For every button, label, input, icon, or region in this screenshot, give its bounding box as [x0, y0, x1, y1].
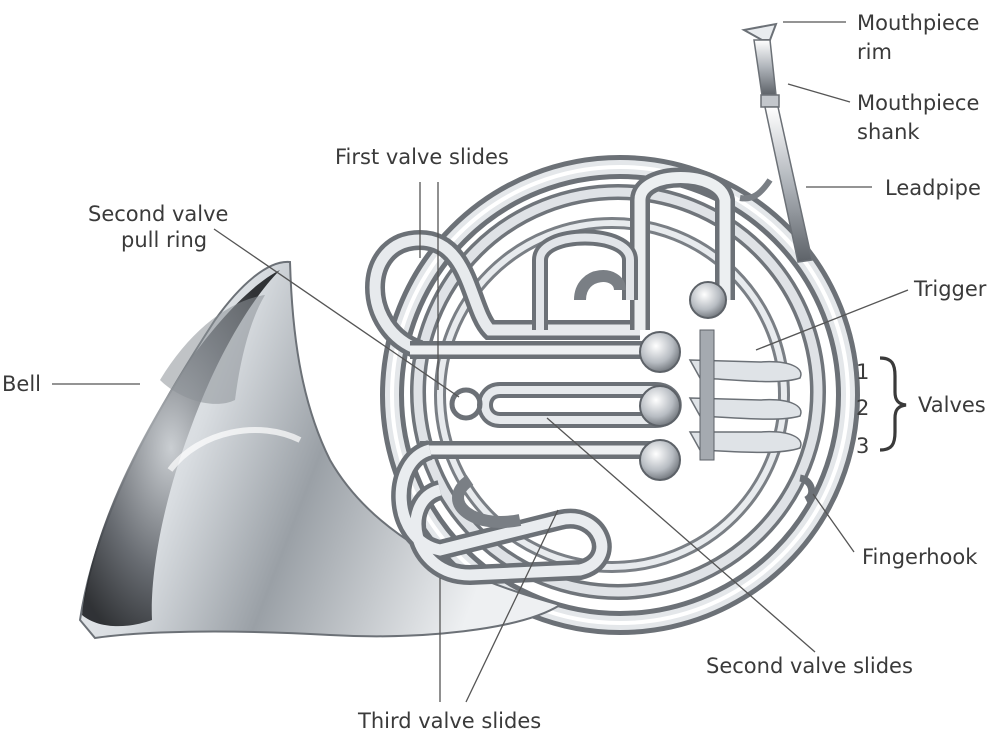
label-first-valve-slides: First valve slides — [335, 145, 509, 169]
label-third-valve-slides: Third valve slides — [358, 709, 542, 733]
leader-fingerhook — [812, 493, 855, 553]
bell-flare — [78, 260, 563, 640]
horn-illustration — [78, 22, 860, 640]
leader-lines — [52, 21, 909, 703]
label-bell: Bell — [2, 372, 41, 396]
mouthpiece-leadpipe — [739, 22, 813, 263]
leader-second-valve-slides — [546, 417, 816, 653]
label-mouthpiece-rim: Mouthpiece rim — [857, 10, 979, 65]
third-valve-slides — [391, 440, 612, 586]
valve-levers — [688, 329, 802, 461]
leader-third-valve-slides-b — [465, 509, 559, 703]
main-tubing — [380, 155, 860, 635]
valve-number-2: 2 — [856, 396, 870, 420]
label-second-valve-pull-ring: Second valve pull ring — [88, 201, 253, 253]
leader-second-valve-pull-ring — [213, 228, 460, 398]
label-mouthpiece-rim-line2: rim — [857, 40, 892, 64]
label-mouthpiece-shank: Mouthpiece shank — [857, 90, 979, 145]
second-valve-pull-ring — [449, 387, 483, 421]
label-mouthpiece-rim-line1: Mouthpiece — [857, 11, 980, 35]
label-leadpipe: Leadpipe — [885, 176, 981, 200]
leader-trigger — [755, 289, 909, 351]
label-second-valve-slides: Second valve slides — [706, 654, 913, 678]
label-mouthpiece-shank-line1: Mouthpiece — [857, 91, 980, 115]
valves-brace — [879, 356, 907, 452]
valve-number-1: 1 — [856, 360, 870, 384]
label-mouthpiece-shank-line2: shank — [857, 120, 920, 144]
label-valves: Valves — [918, 393, 986, 417]
label-fingerhook: Fingerhook — [862, 545, 978, 569]
label-second-valve-pull-ring-line1: Second valve — [88, 202, 229, 226]
label-trigger: Trigger — [914, 277, 987, 301]
leader-mouthpiece-shank — [787, 83, 851, 103]
label-second-valve-pull-ring-line2: pull ring — [121, 228, 208, 252]
valve-caps — [639, 281, 727, 481]
valve-number-3: 3 — [856, 434, 870, 458]
fingerhook — [798, 474, 816, 504]
